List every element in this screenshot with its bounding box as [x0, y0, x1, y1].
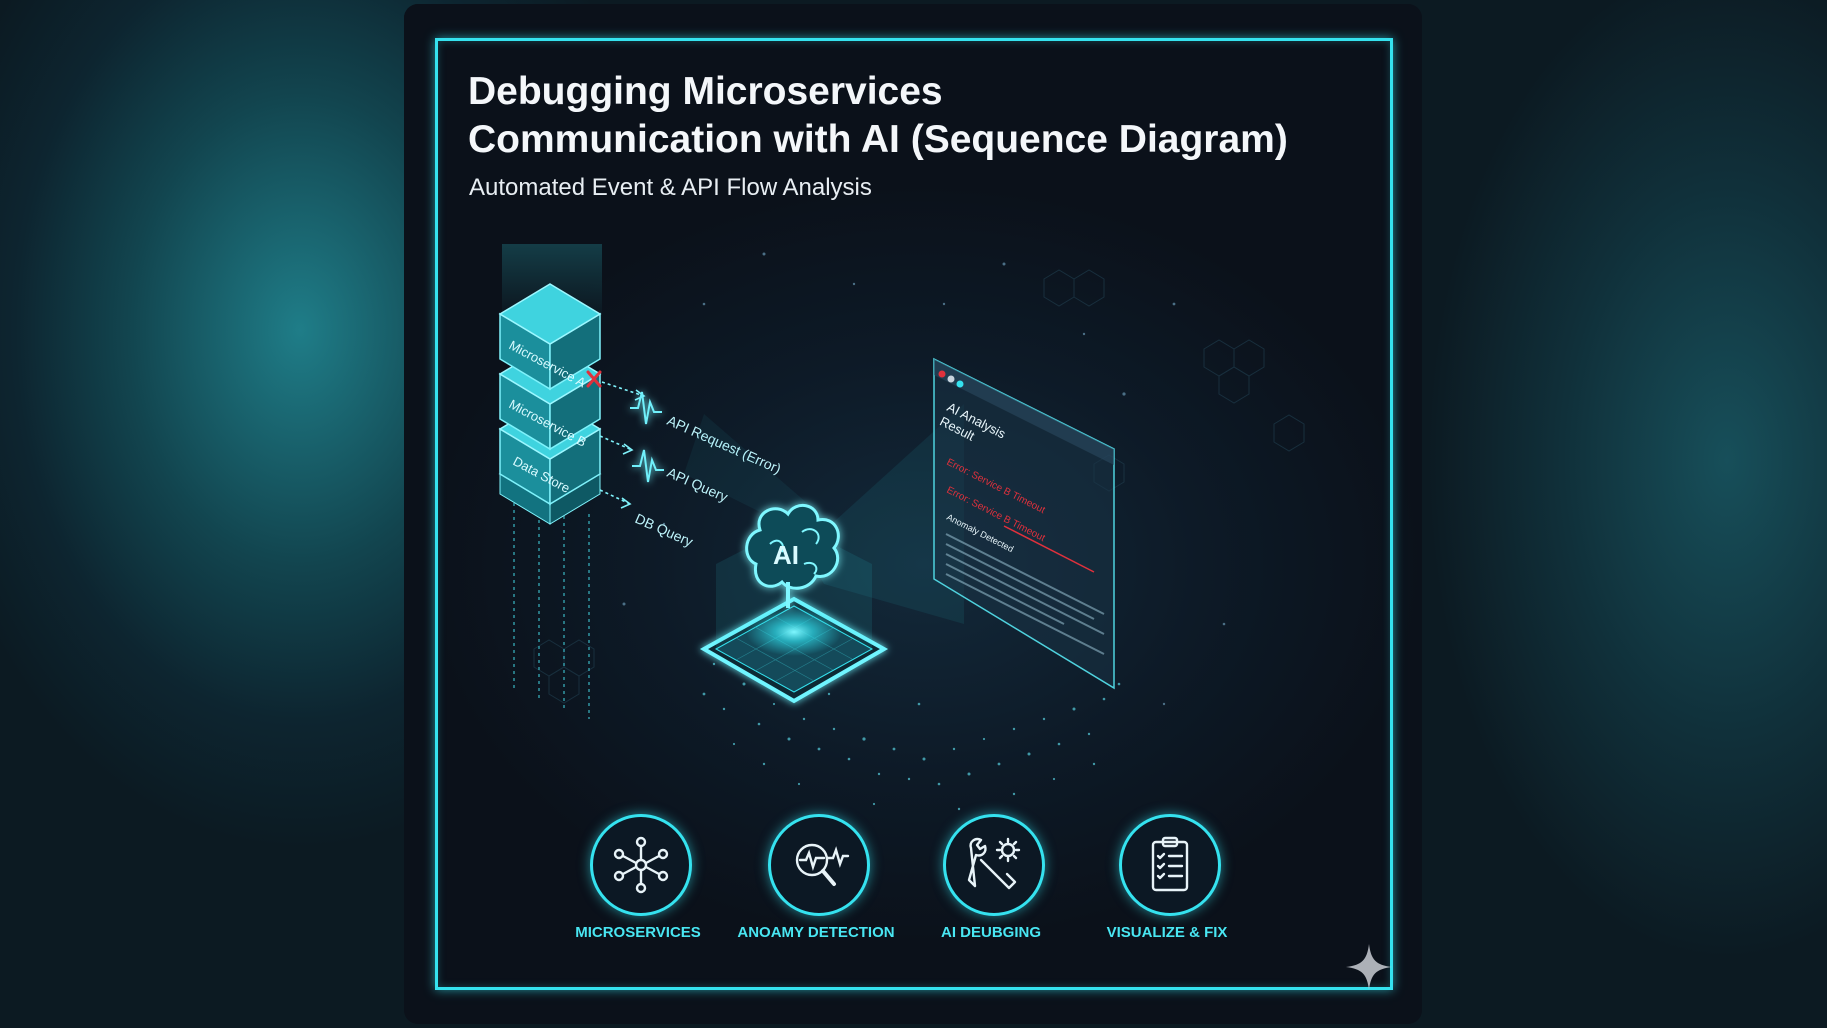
microservices-feature: [590, 814, 692, 916]
flow-arrows: [599, 381, 645, 505]
magnifier-pulse-icon: [795, 843, 850, 886]
arrow-heads: [620, 389, 646, 509]
background-glow: [1407, 0, 1827, 1028]
ai-debugging-feature: [943, 814, 1045, 916]
microservices-label: MICROSERVICES: [575, 924, 701, 941]
network-icon: [613, 836, 669, 894]
clipboard-checklist-icon: [1151, 836, 1189, 892]
hexagon-pattern: [533, 269, 1305, 704]
microservice-a-block: Microservice A: [498, 283, 602, 390]
projection-beam: [804, 404, 964, 624]
anomaly-detection-label: ANOAMY DETECTION: [737, 924, 895, 941]
error-x-icon: [586, 370, 602, 388]
panel-text-lines: [945, 533, 1105, 655]
sparkle-icon: [1346, 944, 1392, 990]
ai-debugging-label: AI DEUBGING: [940, 924, 1041, 941]
ai-label: AI: [773, 540, 799, 570]
db-query-label: DB Query: [633, 510, 696, 550]
error-underline: [1003, 525, 1095, 573]
page-subtitle: Automated Event & API Flow Analysis: [469, 174, 872, 201]
anomaly-detection-feature: [768, 814, 870, 916]
ai-brain-icon: AI: [745, 504, 840, 608]
sequence-diagram: Data Store Microservice B Microservice A: [498, 244, 1305, 811]
star-dots: [622, 252, 1226, 706]
pulse-waves: [630, 391, 664, 483]
page-title: Debugging Microservices Communication wi…: [468, 70, 1288, 161]
window-max-dot: [956, 380, 964, 388]
ai-analysis-panel: AI AnalysisResult Error: Service B Timeo…: [933, 357, 1115, 690]
tools-gear-icon: [967, 837, 1021, 890]
window-min-dot: [947, 375, 955, 383]
lifelines: [513, 489, 590, 719]
infographic-card: Debugging Microservices Communication wi…: [404, 4, 1422, 1024]
card-background: [404, 4, 1422, 1024]
visualize-fix-feature: [1119, 814, 1221, 916]
visualize-fix-label: VISUALIZE & FIX: [1106, 924, 1228, 941]
projection-beam-left: [684, 414, 814, 534]
neon-frame: [435, 38, 1393, 990]
particle-field: [702, 662, 1121, 811]
window-close-dot: [938, 370, 946, 378]
